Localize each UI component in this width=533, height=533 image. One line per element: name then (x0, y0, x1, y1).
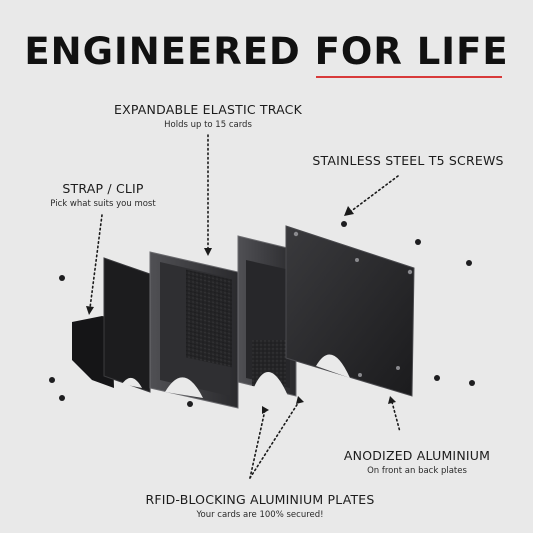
arrowhead (388, 396, 396, 404)
leader-rfid-b (249, 399, 301, 479)
loose-screw (187, 401, 193, 407)
spacer-left-cutout (165, 377, 203, 398)
spacer-right-cutout (252, 371, 288, 396)
label-elastic-title: EXPANDABLE ELASTIC TRACK (114, 102, 302, 117)
front-plate-screw (293, 231, 299, 237)
front-plate-screw (396, 366, 400, 370)
leader-anodized (391, 401, 401, 433)
headline-underline (316, 76, 502, 78)
elastic-track-felt-left (186, 269, 232, 368)
headline-part1: ENGINEERED (24, 30, 315, 73)
label-rfid: RFID-BLOCKING ALUMINIUM PLATES Your card… (130, 492, 390, 520)
loose-screw (466, 260, 472, 266)
label-elastic: EXPANDABLE ELASTIC TRACK Holds up to 15 … (108, 102, 308, 130)
back-plate-cutout (122, 377, 142, 388)
label-rfid-title: RFID-BLOCKING ALUMINIUM PLATES (145, 492, 375, 507)
front-plate-screw (407, 269, 413, 275)
front-plate-screw (358, 373, 362, 377)
arrowhead (262, 406, 269, 414)
headline: ENGINEERED FOR LIFE (0, 30, 533, 74)
label-strap: STRAP / CLIP Pick what suits you most (40, 181, 166, 209)
label-elastic-sub: Holds up to 15 cards (164, 120, 252, 130)
arrowhead (296, 396, 304, 404)
label-anodized-sub: On front an back plates (367, 466, 467, 476)
front-plate (285, 225, 415, 397)
label-screws-title: STAINLESS STEEL T5 SCREWS (312, 153, 504, 168)
leader-screws (349, 175, 399, 213)
label-anodized: ANODIZED ALUMINIUM On front an back plat… (342, 448, 492, 476)
label-anodized-title: ANODIZED ALUMINIUM (343, 448, 491, 463)
loose-screw (415, 239, 421, 245)
leader-rfid-a (249, 409, 266, 479)
loose-screw (59, 275, 65, 281)
back-plate (103, 257, 151, 393)
label-rfid-sub: Your cards are 100% secured! (196, 510, 324, 520)
front-plate-screw (355, 258, 359, 262)
arrowhead (204, 248, 212, 256)
arrowhead (344, 206, 354, 216)
loose-screw (59, 395, 65, 401)
arrowhead (86, 306, 94, 315)
label-screws: STAINLESS STEEL T5 SCREWS (308, 153, 508, 168)
loose-screw (341, 221, 347, 227)
loose-screw (469, 380, 475, 386)
leader-strap (89, 214, 103, 309)
front-plate-cutout (316, 354, 350, 378)
loose-screw (49, 377, 55, 383)
label-strap-sub: Pick what suits you most (50, 199, 156, 209)
loose-screw (434, 375, 440, 381)
label-strap-title: STRAP / CLIP (62, 181, 144, 196)
headline-accent: FOR LIFE (314, 30, 509, 73)
